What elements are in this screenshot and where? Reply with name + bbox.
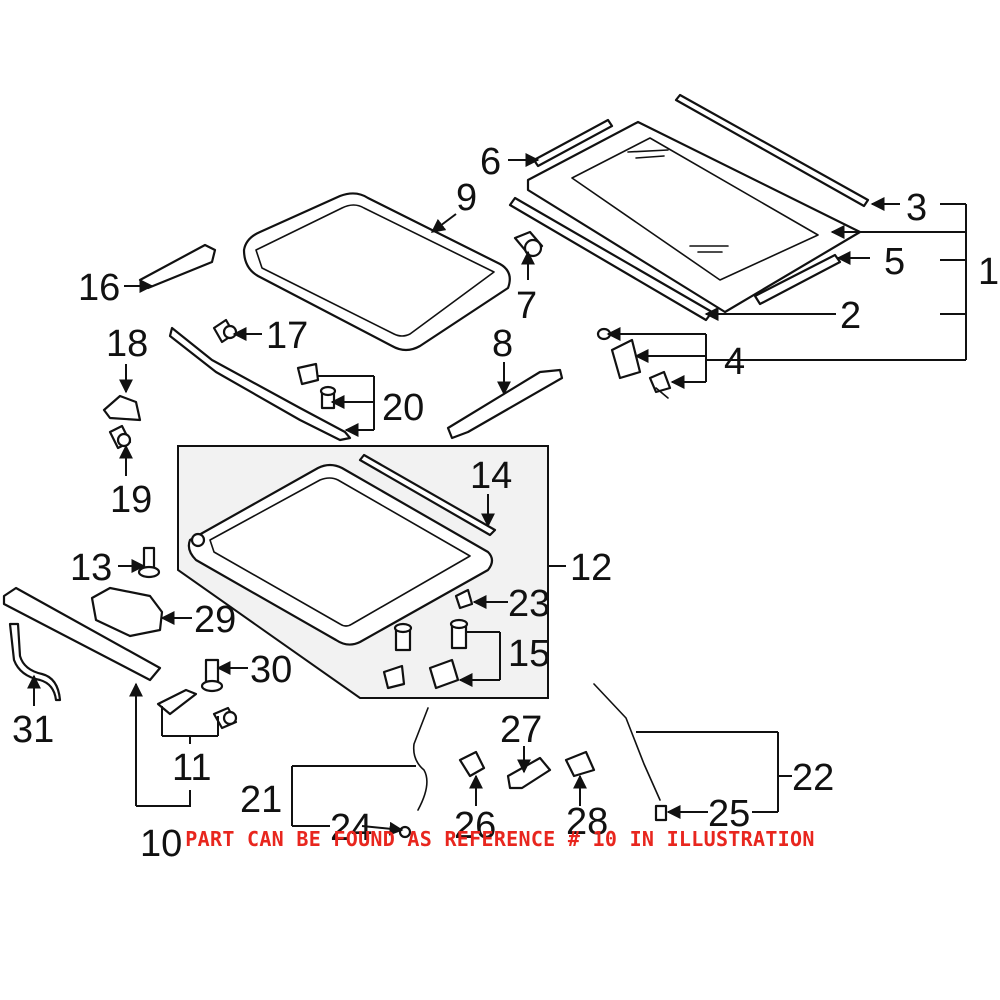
leader-lines	[27, 153, 967, 836]
callout-14: 14	[470, 455, 512, 497]
sunroof-seal	[242, 192, 511, 352]
clips-20	[296, 362, 337, 410]
drive-cable-22	[593, 683, 661, 801]
callout-25: 25	[708, 793, 750, 835]
guide-rail	[2, 586, 162, 682]
clip-19	[108, 424, 132, 450]
callout-7: 7	[516, 285, 537, 327]
callout-12: 12	[570, 547, 612, 589]
callout-21: 21	[240, 779, 282, 821]
callout-11: 11	[172, 747, 211, 789]
callout-22: 22	[792, 757, 834, 799]
callout-29: 29	[194, 599, 236, 641]
callout-18: 18	[106, 323, 148, 365]
clip-17	[212, 318, 238, 344]
bracket-26	[458, 750, 486, 778]
callout-26: 26	[454, 805, 496, 847]
glass-panel	[526, 120, 862, 314]
callout-17: 17	[266, 315, 308, 357]
callout-24: 24	[330, 807, 372, 849]
sunroof-frame	[187, 463, 494, 646]
drive-cable-21	[412, 707, 429, 811]
callout-28: 28	[566, 801, 608, 843]
callout-16: 16	[78, 267, 120, 309]
front-deflector	[138, 243, 217, 290]
callout-30: 30	[250, 649, 292, 691]
frame-seal-14	[358, 453, 497, 537]
callout-19: 19	[110, 479, 152, 521]
cable-end-25	[654, 804, 668, 822]
callout-9: 9	[456, 177, 477, 219]
top-trim-strip	[674, 93, 870, 208]
callout-31: 31	[12, 709, 54, 751]
callout-8: 8	[492, 323, 513, 365]
callout-6: 6	[480, 141, 501, 183]
bracket-27	[506, 756, 552, 790]
callout-1: 1	[978, 251, 999, 293]
callout-15: 15	[508, 633, 550, 675]
callout-4: 4	[724, 341, 745, 383]
callout-5: 5	[884, 241, 905, 283]
callout-13: 13	[70, 547, 112, 589]
panel-bracket	[596, 327, 672, 399]
clip-30	[200, 658, 224, 693]
clip-23	[454, 588, 474, 610]
callout-10: 10	[140, 823, 182, 865]
callout-3: 3	[906, 187, 927, 229]
bolt-13	[137, 546, 161, 579]
rear-deflector	[446, 368, 564, 440]
clips-15	[382, 618, 469, 690]
callout-2: 2	[840, 295, 861, 337]
bracket-28	[564, 750, 596, 778]
deflector-strip	[168, 326, 352, 442]
drive-motor	[90, 586, 164, 638]
callout-27: 27	[500, 709, 542, 751]
bracket-18	[102, 394, 142, 422]
bracket-11	[156, 688, 238, 730]
reference-notice: PART CAN BE FOUND AS REFERENCE # 10 IN I…	[185, 827, 814, 851]
callout-20: 20	[382, 387, 424, 429]
callout-23: 23	[508, 583, 550, 625]
guide-pin	[513, 230, 544, 258]
